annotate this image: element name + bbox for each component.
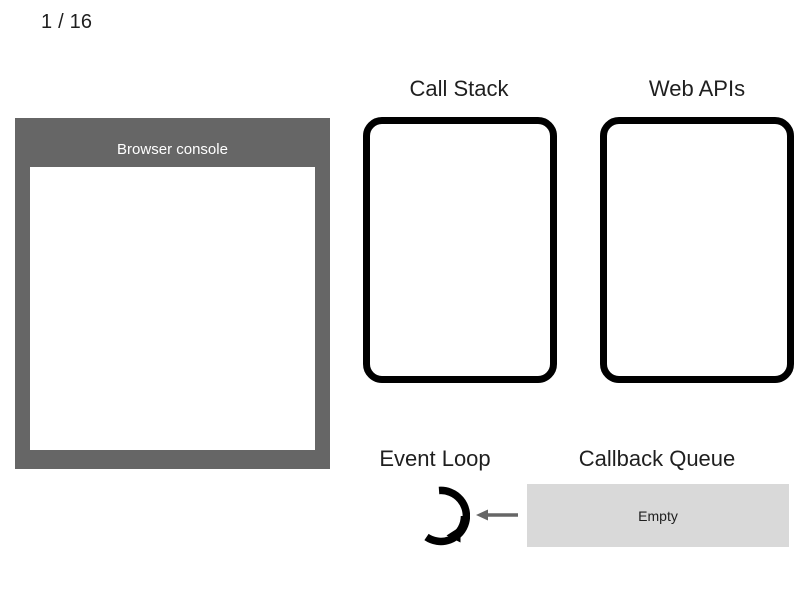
left-arrow-icon bbox=[474, 503, 519, 527]
slide-counter: 1 / 16 bbox=[41, 11, 93, 33]
browser-console-title: Browser console bbox=[117, 141, 228, 158]
call-stack-box bbox=[363, 117, 557, 383]
web-apis-heading: Web APIs bbox=[648, 76, 746, 101]
callback-queue-heading: Callback Queue bbox=[578, 446, 736, 471]
event-loop-heading: Event Loop bbox=[379, 446, 491, 471]
callback-queue-box: Empty bbox=[527, 484, 789, 547]
browser-console-output-area[interactable] bbox=[30, 167, 315, 450]
call-stack-heading: Call Stack bbox=[409, 76, 509, 101]
callback-queue-status: Empty bbox=[638, 507, 678, 524]
web-apis-box bbox=[600, 117, 794, 383]
browser-console-panel: Browser console bbox=[15, 118, 330, 469]
circular-loop-arrow-icon bbox=[408, 485, 470, 547]
